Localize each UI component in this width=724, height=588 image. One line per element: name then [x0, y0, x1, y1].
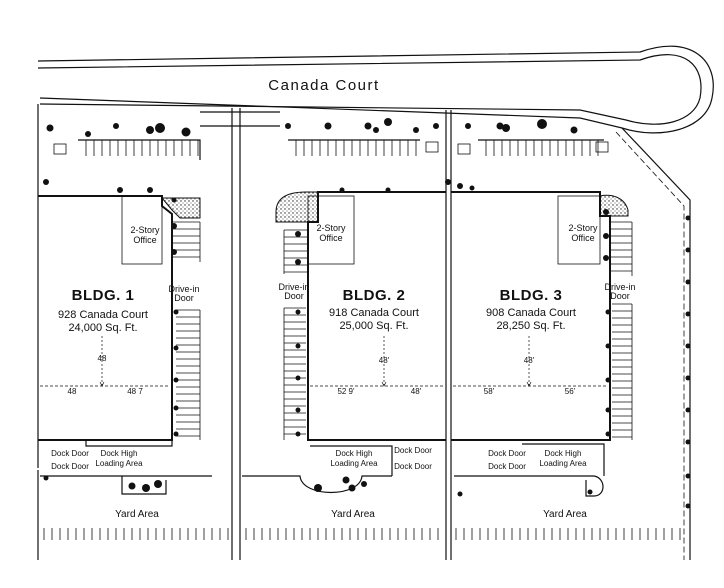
building-address: 918 Canada Court [329, 307, 419, 319]
dimension-label: 48' [379, 356, 390, 365]
drive-in-label: Door [610, 291, 630, 301]
drive-in-label: Drive-in [604, 282, 635, 292]
office-label: 2-Story [130, 225, 160, 235]
street-label: Canada Court [268, 77, 379, 94]
loading-docks [40, 440, 605, 497]
landscape-bed [275, 191, 319, 223]
top-parking [78, 139, 604, 160]
utility-box [457, 143, 471, 155]
building-area: 25,000 Sq. Ft. [339, 320, 408, 332]
drive-in-label: Drive-in [168, 284, 199, 294]
dimension-lines [40, 336, 608, 387]
parking-stalls-side [172, 221, 633, 440]
building-area: 24,000 Sq. Ft. [68, 322, 137, 334]
yard-label: Yard Area [115, 509, 159, 520]
loading-area-label: Dock High [336, 449, 373, 458]
dimension-label: 48 7 [127, 387, 143, 396]
dimension-label: 58' [484, 387, 495, 396]
building-1 [38, 195, 173, 441]
loading-area-label: Dock High [101, 449, 138, 458]
landscape-bed [160, 197, 201, 219]
utility-box [53, 143, 67, 155]
building-3 [451, 191, 611, 441]
site-boundaries [37, 104, 691, 560]
dimension-label: 48' [524, 356, 535, 365]
office-label: 2-Story [316, 223, 346, 233]
loading-area-label: Loading Area [330, 459, 378, 468]
utility-box [425, 141, 439, 153]
yard-label: Yard Area [331, 509, 375, 520]
building-address: 928 Canada Court [58, 309, 148, 321]
drive-in-label: Drive-in [278, 282, 309, 292]
utility-box [595, 141, 609, 153]
parking-stalls-top [85, 140, 599, 156]
building-title: BLDG. 3 [500, 287, 563, 304]
canada-court-road [37, 45, 714, 134]
dimension-label: 52 9' [337, 387, 355, 396]
dimension-label: 48 [68, 387, 77, 396]
loading-area-label: Loading Area [95, 459, 143, 468]
building-address: 908 Canada Court [486, 307, 576, 319]
office-label: Office [133, 235, 156, 245]
landscape-bed [599, 194, 629, 217]
dock-door-label: Dock Door [394, 462, 432, 471]
dock-door-label: Dock Door [394, 446, 432, 455]
landscape-trees [43, 118, 691, 509]
dimension-label: 56' [565, 387, 576, 396]
yard-label: Yard Area [543, 509, 587, 520]
building-title: BLDG. 1 [72, 287, 135, 304]
dimension-label: 48 [98, 354, 107, 363]
parking-stalls-bottom [43, 528, 681, 540]
drive-in-label: Door [284, 291, 304, 301]
building-area: 28,250 Sq. Ft. [496, 320, 565, 332]
dimension-label: 48' [411, 387, 422, 396]
dock-door-label: Dock Door [51, 462, 89, 471]
dock-door-label: Dock Door [488, 462, 526, 471]
building-title: BLDG. 2 [343, 287, 406, 304]
office-label: Office [571, 233, 594, 243]
office-label: 2-Story [568, 223, 598, 233]
loading-area-label: Dock High [545, 449, 582, 458]
dock-door-label: Dock Door [488, 449, 526, 458]
office-label: Office [319, 233, 342, 243]
loading-area-label: Loading Area [539, 459, 587, 468]
dock-door-label: Dock Door [51, 449, 89, 458]
drive-in-label: Door [174, 293, 194, 303]
